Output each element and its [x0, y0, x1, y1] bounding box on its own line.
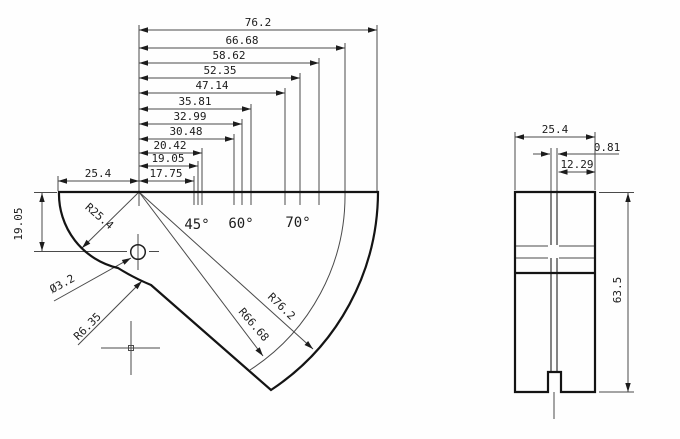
hole-circle: [129, 243, 147, 261]
dim-19-05: 19.05: [151, 152, 184, 165]
side-extension-lines: [514, 132, 634, 393]
side-outline: [513, 190, 597, 394]
dim-20-42: 20.42: [153, 139, 186, 152]
dim-32-99: 32.99: [173, 110, 206, 123]
dim-47-14: 47.14: [195, 79, 228, 92]
label-r25-4: R25.4: [83, 201, 117, 233]
side-view: 25.4 0.81 12.29 63.5: [513, 123, 634, 419]
center-mark-crosshair: [101, 321, 160, 375]
dim-76-2: 76.2: [245, 16, 272, 29]
dim-35-81: 35.81: [178, 95, 211, 108]
angle-45: 45°: [184, 217, 209, 233]
chain-dimension-labels: 76.2 66.68 58.62 52.35 47.14 35.81 32.99…: [12, 16, 271, 241]
label-r66-68: R66.68: [236, 305, 272, 344]
dim-left-height: 19.05: [12, 207, 25, 240]
dim-side-width: 25.4: [542, 123, 569, 136]
front-view: 76.2 66.68 58.62 52.35 47.14 35.81 32.99…: [12, 16, 380, 392]
angle-labels: 45° 60° 70°: [184, 215, 310, 233]
label-dia-3-2: Ø3.2: [48, 272, 77, 296]
hole: [34, 234, 159, 270]
dim-30-48: 30.48: [169, 125, 202, 138]
angle-70: 70°: [285, 215, 310, 231]
chain-dimension-lines: [39, 27, 377, 251]
dim-66-68: 66.68: [225, 34, 258, 47]
label-r76-2: R76.2: [265, 290, 298, 322]
angle-60: 60°: [228, 216, 253, 232]
side-dimensions: 25.4 0.81 12.29 63.5: [515, 123, 631, 392]
dim-slot-offset: 12.29: [560, 158, 593, 171]
leader-lines: [53, 191, 314, 357]
label-r6-35: R6.35: [71, 310, 104, 343]
dim-slot-width: 0.81: [594, 141, 621, 154]
part-outline: [57, 190, 380, 392]
side-internal-lines: [515, 192, 595, 419]
dim-side-height: 63.5: [611, 277, 624, 304]
dim-58-62: 58.62: [212, 49, 245, 62]
dim-17-75: 17.75: [149, 167, 182, 180]
construction-arc-r66: [249, 191, 346, 371]
dim-left-width: 25.4: [85, 167, 112, 180]
dim-52-35: 52.35: [203, 64, 236, 77]
